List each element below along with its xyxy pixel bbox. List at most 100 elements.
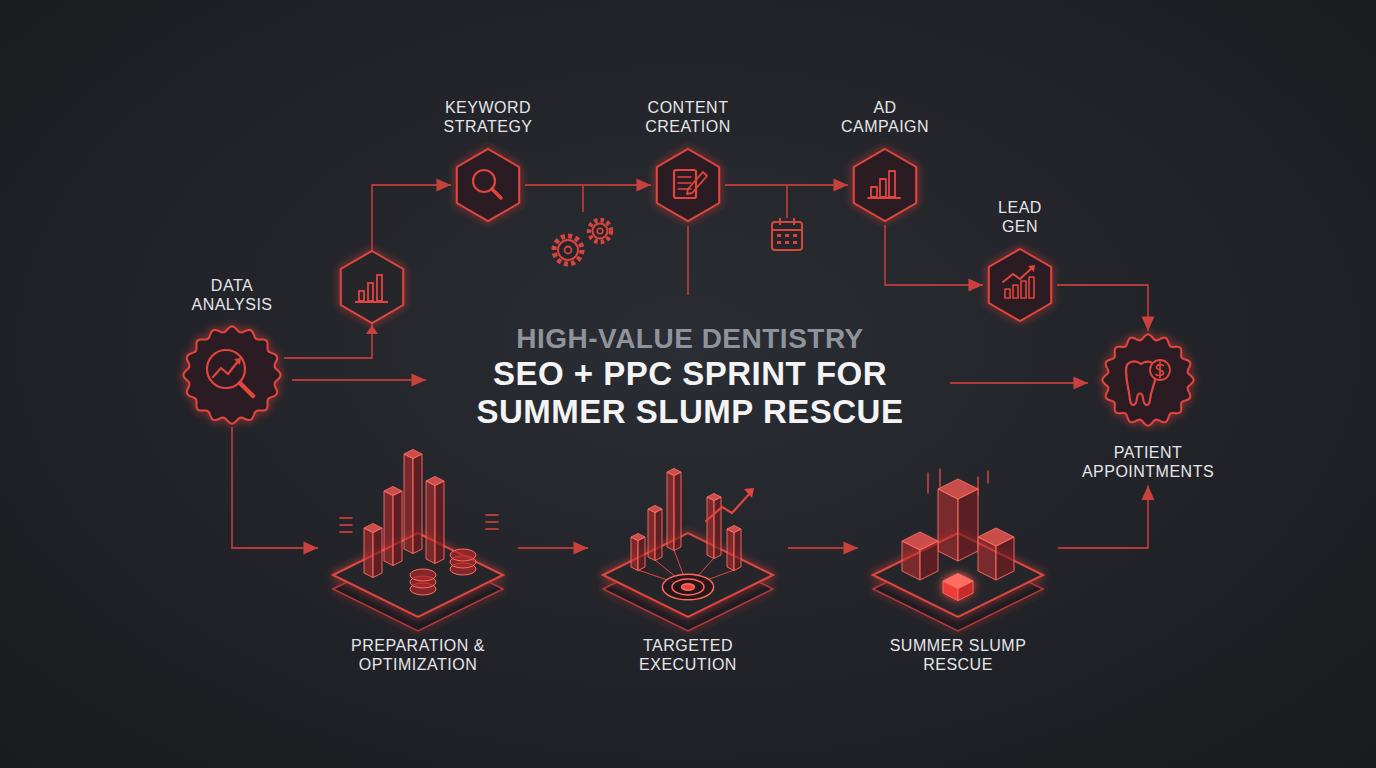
prism-right	[958, 489, 978, 561]
flow-connector	[232, 427, 318, 548]
gear-body	[558, 240, 578, 260]
platform-icon	[588, 468, 788, 628]
node-label: LEAD GEN	[990, 198, 1050, 236]
icon-art	[873, 469, 1043, 631]
prism	[364, 524, 382, 578]
spark-line	[987, 471, 988, 483]
document-line	[678, 176, 691, 178]
prism-top	[943, 574, 973, 589]
prism	[943, 574, 973, 601]
magnifier-handle	[492, 189, 501, 198]
prism	[938, 479, 978, 561]
trend-head	[234, 358, 241, 365]
calendar-body	[772, 222, 802, 250]
prism	[707, 494, 721, 559]
prism-right	[373, 528, 382, 578]
pencil	[687, 172, 707, 194]
hexagon-node: LEAD GEN	[983, 198, 1057, 325]
chart-bar	[368, 283, 373, 301]
arrow-head	[366, 325, 378, 334]
calendar-ring	[779, 218, 781, 225]
prism-right	[638, 537, 645, 571]
icon-art	[333, 450, 503, 632]
prism-top	[404, 450, 422, 459]
calendar-day	[777, 234, 781, 237]
prism-top	[938, 479, 978, 499]
platform-node: PREPARATION & OPTIMIZATION	[318, 468, 518, 674]
prism-right	[435, 481, 444, 564]
target-ring	[682, 584, 695, 590]
icon-art	[1102, 334, 1193, 425]
magnifier-handle	[240, 383, 253, 396]
hash-line	[340, 531, 352, 533]
disk	[450, 549, 476, 561]
chart-bar	[1021, 281, 1026, 298]
calendar-grid	[777, 234, 797, 244]
prism-left	[648, 509, 655, 561]
gear-teeth	[554, 236, 582, 264]
title-block: HIGH-VALUE DENTISTRYSEO + PPC SPRINT FOR…	[440, 323, 940, 431]
branch-line	[687, 226, 689, 295]
calendar-day	[777, 241, 781, 244]
prism-top	[978, 528, 1014, 546]
prism	[404, 450, 422, 554]
node-label: AD CAMPAIGN	[835, 98, 935, 136]
coin	[1150, 360, 1170, 380]
hexagon-outline	[854, 149, 916, 221]
hash-line	[340, 517, 352, 519]
target-ring	[672, 579, 704, 595]
hexagon-node: CONTENT CREATION	[633, 98, 743, 225]
trend-line	[1003, 267, 1033, 282]
flow-connector	[518, 547, 588, 549]
chart-bar	[359, 291, 364, 301]
document-line	[678, 182, 691, 184]
hexagon-outline	[457, 149, 519, 221]
prism-top	[667, 469, 681, 476]
gear-icon	[554, 236, 582, 264]
prism	[426, 477, 444, 564]
chart-baseline	[355, 301, 388, 303]
prism	[978, 528, 1014, 580]
prism-top	[727, 526, 741, 533]
chart-baseline	[868, 197, 900, 199]
badge-icon	[1099, 331, 1197, 429]
prism-top	[631, 534, 645, 541]
hexagon-node: AD CAMPAIGN	[835, 98, 935, 225]
hex-icon	[848, 145, 922, 225]
prism-left	[667, 472, 674, 551]
prism-right	[714, 497, 721, 559]
prism-top	[707, 494, 721, 501]
gear-teeth	[589, 220, 611, 242]
prism	[648, 506, 662, 561]
prism-top	[902, 532, 938, 550]
badge-outline	[183, 326, 280, 423]
prism-right	[734, 529, 741, 571]
hexagon-outline	[657, 149, 719, 221]
gear-icon	[589, 220, 611, 242]
node-label: SUMMER SLUMP RESCUE	[878, 636, 1038, 674]
hex-icon	[451, 145, 525, 225]
prism	[384, 487, 402, 566]
chart-bar	[1029, 277, 1034, 298]
chart-bar	[889, 171, 895, 197]
gear-hub	[565, 247, 572, 254]
prism-right	[674, 472, 681, 551]
hash-line	[340, 524, 352, 526]
node-label: CONTENT CREATION	[633, 98, 743, 136]
flow-connector	[525, 184, 651, 186]
platform-top	[603, 533, 773, 617]
prism-top	[648, 506, 662, 513]
prism-top	[364, 524, 382, 533]
hash-line	[486, 521, 498, 523]
hex-icon	[651, 145, 725, 225]
prism-top	[384, 487, 402, 496]
flow-arrow	[950, 382, 1088, 384]
hexagon-outline	[341, 251, 403, 323]
prism-left	[404, 454, 413, 554]
hex-icon	[983, 245, 1057, 325]
main-title: SEO + PPC SPRINT FOR SUMMER SLUMP RESCUE	[440, 355, 940, 431]
branch-line	[582, 185, 584, 212]
prism	[902, 532, 938, 580]
platform-icon	[858, 468, 1058, 628]
node-label: KEYWORD STRATEGY	[433, 98, 543, 136]
